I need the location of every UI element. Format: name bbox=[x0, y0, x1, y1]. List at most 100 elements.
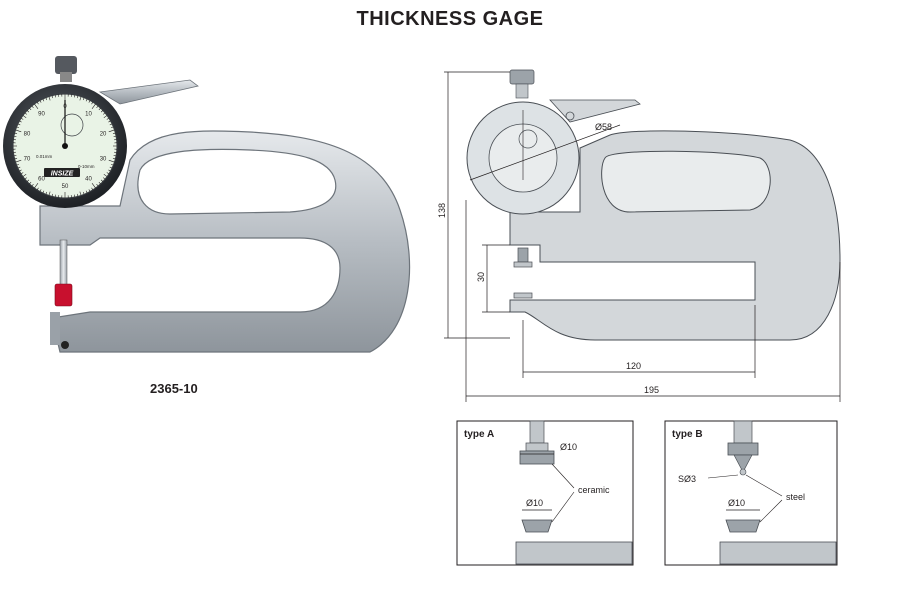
dim-length: 195 bbox=[644, 385, 659, 395]
dial-tick bbox=[17, 166, 21, 169]
dial-tick bbox=[91, 183, 96, 189]
dim-height: 138 bbox=[437, 203, 447, 218]
dial-tick bbox=[42, 98, 45, 102]
dial-tick bbox=[26, 179, 30, 182]
dial-tick bbox=[39, 100, 42, 103]
dial-tick bbox=[31, 183, 34, 187]
dial-crown bbox=[55, 56, 77, 74]
dial-range: 0-10mm bbox=[78, 164, 95, 169]
drawing-window bbox=[601, 150, 771, 213]
dial-tick bbox=[14, 158, 18, 160]
dial-tick bbox=[39, 189, 42, 192]
dial-tick bbox=[103, 115, 108, 119]
sub-dial bbox=[60, 113, 84, 137]
dial-tick bbox=[103, 173, 108, 177]
dial-tick bbox=[29, 181, 32, 185]
dial-tick bbox=[45, 191, 48, 195]
lower-jaw bbox=[50, 312, 60, 345]
dial-tick bbox=[34, 103, 39, 109]
model-number: 2365-10 bbox=[150, 381, 198, 396]
dial-tick bbox=[88, 189, 91, 192]
dial-tick bbox=[14, 132, 18, 134]
dial-tick bbox=[20, 172, 24, 175]
dial-tick bbox=[19, 169, 22, 172]
dial-tick bbox=[102, 177, 106, 180]
dial-tick bbox=[48, 96, 51, 101]
dial-tick bbox=[91, 103, 96, 109]
dial-tick bbox=[108, 169, 111, 172]
dial-tick bbox=[108, 120, 111, 123]
dial-tick bbox=[106, 117, 110, 120]
dial-tick bbox=[31, 105, 34, 109]
dial-tick bbox=[112, 158, 116, 160]
dim-depth: 120 bbox=[626, 361, 641, 371]
type-a-top-dia: Ø10 bbox=[560, 442, 577, 452]
dial-tick bbox=[88, 100, 91, 103]
dial-tick bbox=[82, 97, 85, 101]
dial-tick bbox=[17, 123, 21, 126]
dial-tick bbox=[98, 107, 101, 111]
type-a-panel: type A Ø10 Ø10 ceramic bbox=[456, 420, 634, 566]
type-a-material: ceramic bbox=[578, 485, 610, 495]
dial-tick bbox=[42, 190, 45, 194]
dial-tick bbox=[29, 107, 32, 111]
type-a-bottom-dia: Ø10 bbox=[526, 498, 543, 508]
dial-tick bbox=[48, 191, 51, 196]
dial-tick bbox=[79, 96, 82, 101]
lifting-lever bbox=[98, 79, 199, 105]
product-photo: 0102030405060708090 0-10mm 0.01mm INSIZE bbox=[3, 56, 411, 353]
dial-number: 80 bbox=[24, 132, 31, 138]
dial-tick bbox=[20, 117, 24, 120]
dial-number: 40 bbox=[85, 176, 92, 182]
dial-number: 90 bbox=[38, 112, 45, 118]
type-b-sphere: SØ3 bbox=[678, 474, 696, 484]
dial-number: 50 bbox=[62, 184, 69, 190]
drawing-crown bbox=[509, 69, 535, 85]
dial-ticks bbox=[13, 94, 117, 198]
type-b-label: type B bbox=[672, 429, 703, 440]
dial-tick bbox=[106, 172, 110, 175]
dial-tick bbox=[96, 105, 99, 109]
dial-tick bbox=[19, 120, 22, 123]
dial-tick bbox=[36, 101, 39, 105]
technical-drawing: Ø58 138 30 120 195 bbox=[437, 69, 841, 402]
dial-number: 10 bbox=[85, 112, 92, 118]
dim-dial-dia: Ø58 bbox=[595, 122, 612, 132]
page-title: THICKNESS GAGE bbox=[356, 8, 544, 30]
dial-tick bbox=[96, 183, 99, 187]
dial-tick bbox=[77, 95, 79, 99]
dial-tick bbox=[16, 126, 20, 129]
dial-tick bbox=[45, 97, 48, 101]
dial-number: 70 bbox=[24, 156, 31, 162]
dial-tick bbox=[110, 163, 114, 166]
dial-tick bbox=[16, 163, 20, 166]
dial-tick bbox=[22, 115, 27, 119]
dial-tick bbox=[102, 112, 106, 115]
dial-tick bbox=[108, 129, 115, 133]
dial-tick bbox=[51, 193, 53, 197]
dial-tick bbox=[34, 183, 39, 189]
red-clamp bbox=[54, 283, 73, 307]
dial-tick bbox=[36, 187, 39, 191]
frame-window bbox=[137, 148, 337, 215]
dial-tick bbox=[15, 129, 22, 133]
type-b-material: steel bbox=[786, 492, 805, 502]
dial-tick bbox=[109, 123, 113, 126]
type-a-label: type A bbox=[464, 429, 494, 440]
brand-badge bbox=[44, 168, 80, 177]
brand-logo: INSIZE bbox=[51, 171, 74, 178]
dial-tick bbox=[110, 126, 114, 129]
dial-tick bbox=[112, 132, 116, 134]
dial-tick bbox=[91, 187, 94, 191]
dial-tick bbox=[100, 110, 104, 113]
dial-tick bbox=[100, 179, 104, 182]
dial-tick bbox=[79, 191, 82, 196]
dial-tick bbox=[51, 95, 53, 99]
dial-tick bbox=[108, 159, 115, 163]
dial-tick bbox=[109, 166, 113, 169]
dim-throat: 30 bbox=[476, 272, 486, 282]
dial-tick bbox=[98, 181, 101, 185]
dial-tick bbox=[77, 193, 79, 197]
dial-tick bbox=[22, 173, 27, 177]
dial-resolution: 0.01mm bbox=[36, 154, 53, 159]
